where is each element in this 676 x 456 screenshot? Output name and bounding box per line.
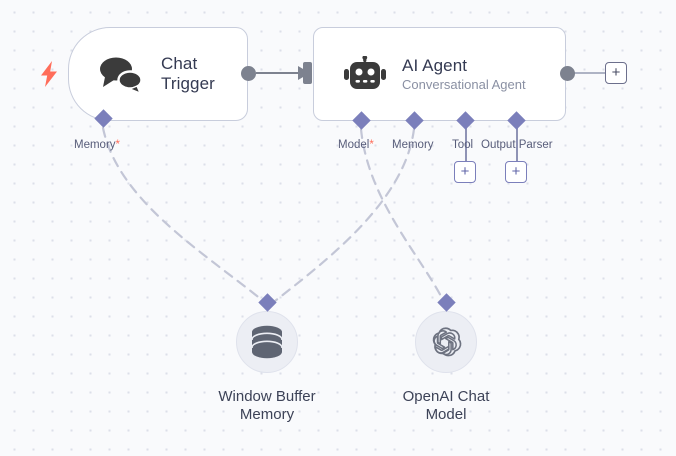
node-chat-trigger[interactable]: Chat Trigger <box>68 27 248 121</box>
add-tool-button[interactable]: + <box>454 161 476 183</box>
node-ai-agent-title: AI Agent <box>402 56 468 76</box>
node-ai-agent-subtitle: Conversational Agent <box>402 76 526 92</box>
required-marker-icon: * <box>115 139 121 151</box>
port-label-text: Memory <box>74 139 116 151</box>
port-window-buffer-memory[interactable] <box>258 293 277 312</box>
output-port-ai-agent[interactable] <box>560 66 575 81</box>
node-ai-agent[interactable]: AI Agent Conversational Agent <box>313 27 566 121</box>
port-label-ai-agent-tool: Tool <box>452 139 474 151</box>
port-openai-chat-model[interactable] <box>437 293 456 312</box>
add-output-parser-button[interactable]: + <box>505 161 527 183</box>
wire-aiagent-memory-to-windowbuffer <box>273 127 416 303</box>
node-ai-agent-text: AI Agent Conversational Agent <box>402 56 526 92</box>
database-icon <box>251 325 283 359</box>
port-label-ai-agent-model: Model* <box>338 139 374 151</box>
node-chat-trigger-title: Chat Trigger <box>161 54 215 93</box>
lightning-bolt-icon <box>41 61 58 92</box>
robot-icon <box>344 56 386 92</box>
openai-icon <box>432 327 462 357</box>
chat-bubbles-icon <box>97 54 145 94</box>
node-openai-chat-model[interactable] <box>415 311 477 373</box>
port-label-ai-agent-output-parser: Output Parser <box>481 139 553 151</box>
input-port-ai-agent[interactable] <box>303 62 312 84</box>
port-label-chat-trigger-memory: Memory* <box>74 139 120 151</box>
label-window-buffer-memory: Window Buffer Memory <box>218 388 316 423</box>
add-node-button[interactable]: + <box>605 62 627 84</box>
stub-line-output-parser <box>515 121 518 161</box>
stub-line-tool <box>464 121 467 161</box>
wire-chattrigger-memory-to-windowbuffer <box>101 126 264 302</box>
port-label-ai-agent-memory: Memory <box>392 139 434 151</box>
node-chat-trigger-text: Chat Trigger <box>161 54 215 93</box>
port-label-text: Model <box>338 139 370 151</box>
wire-aiagent-model-to-openai <box>359 127 445 302</box>
required-marker-icon: * <box>369 139 374 151</box>
output-port-chat-trigger[interactable] <box>241 66 256 81</box>
node-window-buffer-memory[interactable] <box>236 311 298 373</box>
label-openai-chat-model: OpenAI Chat Model <box>402 388 490 423</box>
